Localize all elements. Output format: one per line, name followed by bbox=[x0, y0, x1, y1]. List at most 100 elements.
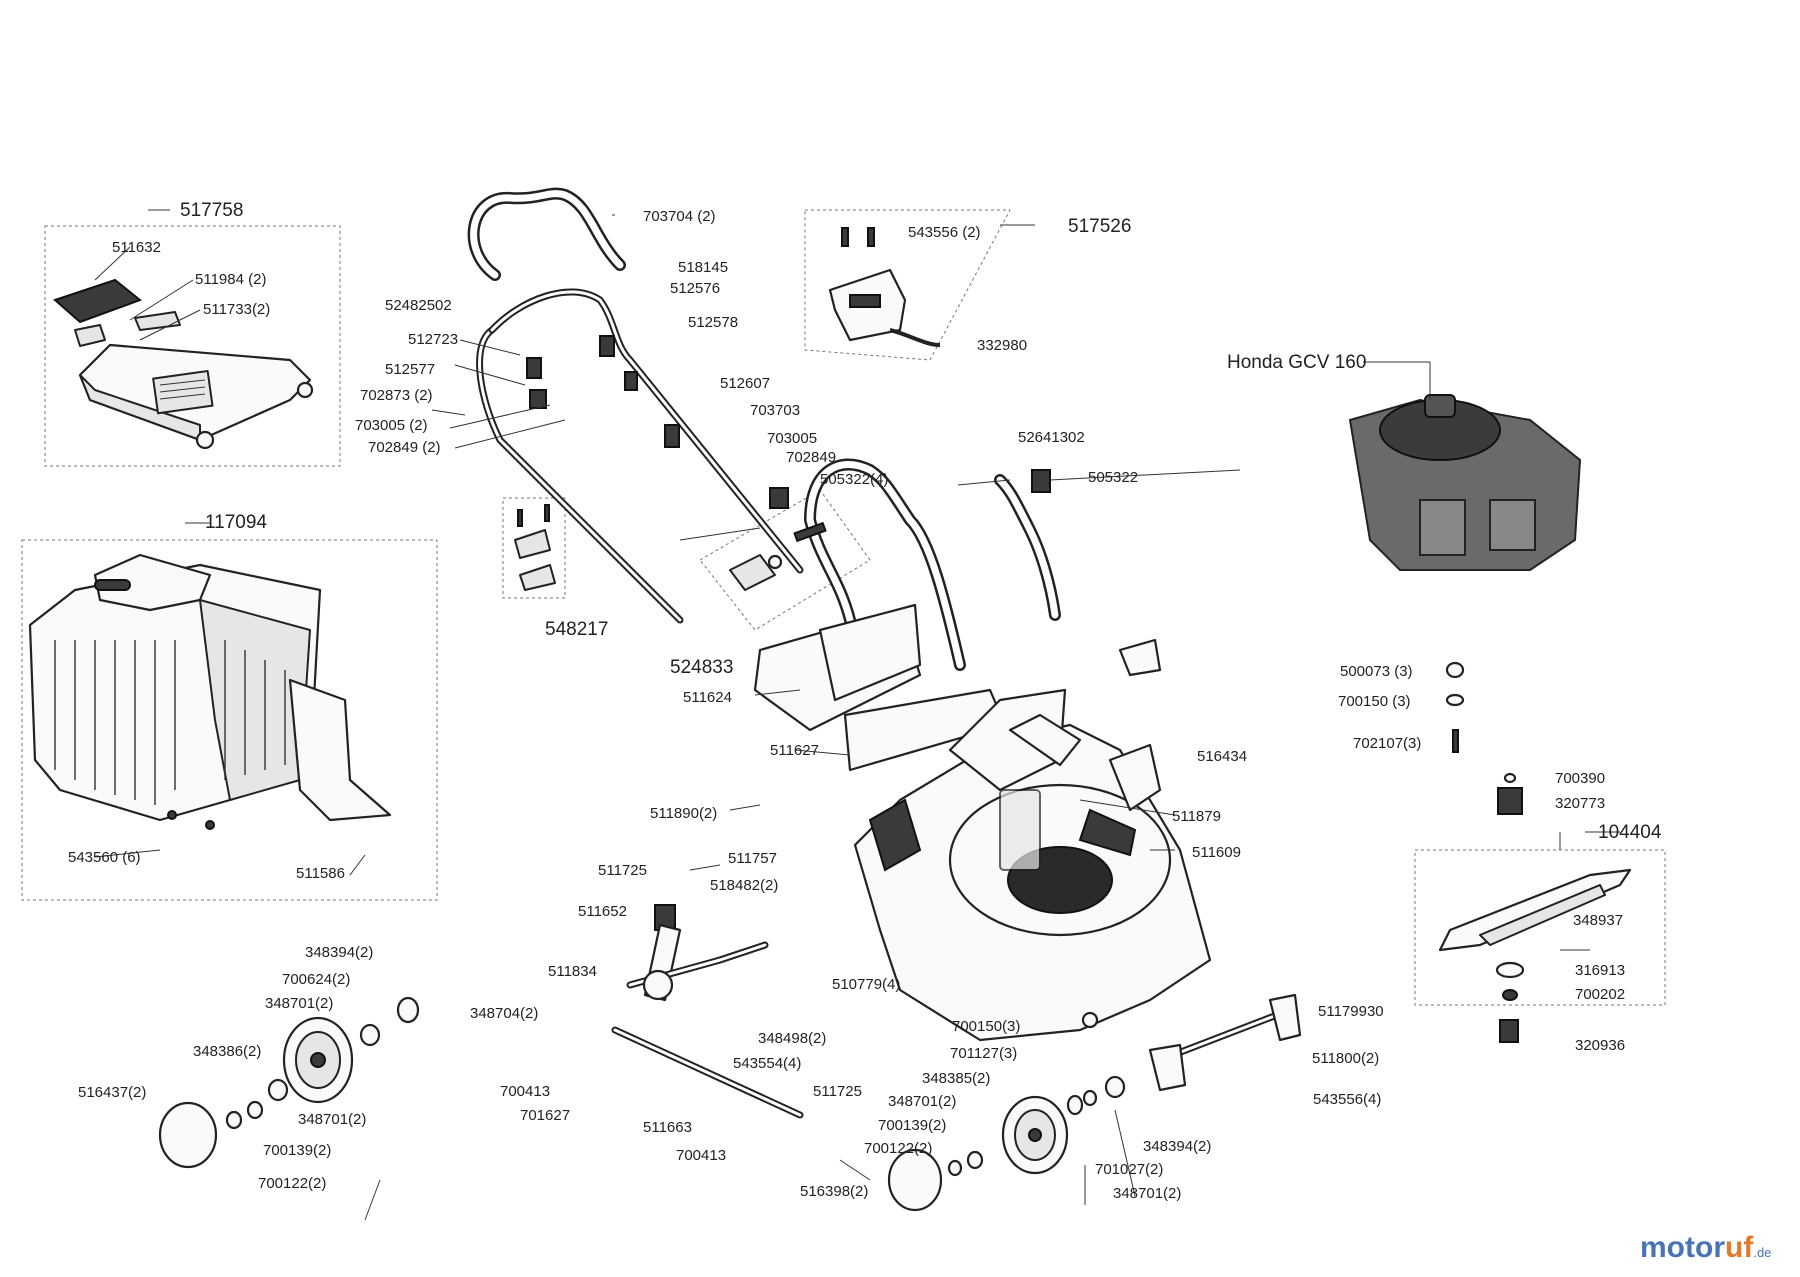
watermark-suffix: .de bbox=[1753, 1245, 1771, 1260]
part-label: 512607 bbox=[720, 375, 770, 392]
part-label: 516398(2) bbox=[800, 1183, 868, 1200]
part-label: 700390 bbox=[1555, 770, 1605, 787]
part-label: 703005 bbox=[767, 430, 817, 447]
part-label: 700122(2) bbox=[258, 1175, 326, 1192]
engine-drawing bbox=[1348, 394, 1582, 571]
part-label: 543560 (6) bbox=[68, 849, 141, 866]
rear-flap-drawing bbox=[753, 603, 1007, 772]
part-label: 316913 bbox=[1575, 962, 1625, 979]
cable-clamp-drawing bbox=[828, 227, 941, 347]
left-rear-wheel-drawing bbox=[158, 996, 420, 1169]
part-label: 700139(2) bbox=[878, 1117, 946, 1134]
part-label: 700150(3) bbox=[952, 1018, 1020, 1035]
leader-lines bbox=[94, 209, 1620, 1221]
part-label: 512577 bbox=[385, 361, 435, 378]
grass-catcher-drawing bbox=[28, 553, 392, 830]
part-label: 511725 bbox=[598, 862, 647, 879]
part-label: 511627 bbox=[770, 742, 819, 759]
part-label: 505322 bbox=[1088, 469, 1138, 486]
part-label: 52641302 bbox=[1018, 429, 1085, 446]
upper-handle-drawing bbox=[467, 187, 804, 624]
bracket-548217-drawing bbox=[514, 504, 556, 591]
part-label: 51179930 bbox=[1318, 1003, 1384, 1020]
right-front-wheel-drawing bbox=[887, 1075, 1126, 1212]
part-label: 512576 bbox=[670, 280, 720, 297]
part-label: 516434 bbox=[1197, 748, 1247, 765]
part-label: 511733(2) bbox=[203, 301, 270, 318]
watermark-part2: uf bbox=[1725, 1231, 1754, 1264]
part-label: 511725 bbox=[813, 1083, 862, 1100]
part-label: 511890(2) bbox=[650, 805, 717, 822]
group-label-517758: 517758 bbox=[180, 200, 243, 221]
part-label: 511632 bbox=[112, 239, 161, 256]
part-label: 700413 bbox=[500, 1083, 550, 1100]
group-label-104404: 104404 bbox=[1598, 822, 1662, 843]
part-label: 511624 bbox=[683, 689, 732, 706]
watermark-logo: motoruf.de bbox=[1640, 1231, 1771, 1264]
lower-handle-drawing bbox=[804, 458, 1061, 671]
mower-deck-drawing bbox=[853, 638, 1212, 1042]
part-label: 348701(2) bbox=[298, 1111, 366, 1128]
part-label: 518482(2) bbox=[710, 877, 778, 894]
part-label: 518145 bbox=[678, 259, 728, 276]
part-label: 511984 (2) bbox=[195, 271, 266, 288]
part-label: 348701(2) bbox=[265, 995, 333, 1012]
part-label: 702873 (2) bbox=[360, 387, 433, 404]
part-label: 511834 bbox=[548, 963, 597, 980]
group-box-104404 bbox=[1414, 849, 1666, 1006]
part-label: 511800(2) bbox=[1312, 1050, 1379, 1067]
part-label: 703704 (2) bbox=[643, 208, 716, 225]
part-label: 332980 bbox=[977, 337, 1027, 354]
part-label: 701627 bbox=[520, 1107, 570, 1124]
group-box-517758 bbox=[44, 225, 341, 467]
part-label: 348386(2) bbox=[193, 1043, 261, 1060]
part-label: 52482502 bbox=[385, 297, 452, 314]
group-label-517526: 517526 bbox=[1068, 216, 1131, 237]
part-label: 511586 bbox=[296, 865, 345, 882]
part-label: 348701(2) bbox=[1113, 1185, 1181, 1202]
group-label-548217: 548217 bbox=[545, 619, 608, 640]
engine-label: Honda GCV 160 bbox=[1227, 352, 1366, 373]
part-label: 703005 (2) bbox=[355, 417, 428, 434]
svg-text:motoruf.de: motoruf.de bbox=[1640, 1231, 1771, 1264]
part-label: 510779(4) bbox=[832, 976, 900, 993]
part-label: 511652 bbox=[578, 903, 627, 920]
part-label: 348394(2) bbox=[1143, 1138, 1211, 1155]
part-label: 702107(3) bbox=[1353, 735, 1421, 752]
part-label: 543556(4) bbox=[1313, 1091, 1381, 1108]
blade-drawing bbox=[1438, 868, 1632, 1043]
part-label: 700150 (3) bbox=[1338, 693, 1411, 710]
part-label: 511609 bbox=[1192, 844, 1241, 861]
cable-clip-drawing bbox=[729, 521, 827, 591]
part-label: 348394(2) bbox=[305, 944, 373, 961]
group-box-517526 bbox=[804, 209, 1011, 361]
part-label: 512578 bbox=[688, 314, 738, 331]
group-label-524833: 524833 bbox=[670, 657, 733, 678]
part-label: 512723 bbox=[408, 331, 458, 348]
part-label: 348701(2) bbox=[888, 1093, 956, 1110]
part-label: 516437(2) bbox=[78, 1084, 146, 1101]
part-label: 511757 bbox=[728, 850, 777, 867]
part-label: 700413 bbox=[676, 1147, 726, 1164]
part-label: 543554(4) bbox=[733, 1055, 801, 1072]
part-label: 702849 bbox=[786, 449, 836, 466]
part-label: 703703 bbox=[750, 402, 800, 419]
part-label: 702849 (2) bbox=[368, 439, 441, 456]
catcher-lid-drawing bbox=[53, 278, 314, 450]
part-label: 700139(2) bbox=[263, 1142, 331, 1159]
part-label: 701127(3) bbox=[950, 1045, 1017, 1062]
part-label: 348937 bbox=[1573, 912, 1623, 929]
part-label: 500073 (3) bbox=[1340, 663, 1413, 680]
group-box-524833 bbox=[699, 489, 871, 631]
part-label: 701027(2) bbox=[1095, 1161, 1163, 1178]
part-label: 320773 bbox=[1555, 795, 1605, 812]
part-label: 700202 bbox=[1575, 986, 1625, 1003]
group-label-117094: 117094 bbox=[205, 512, 267, 533]
part-label: 511663 bbox=[643, 1119, 692, 1136]
part-label: 320936 bbox=[1575, 1037, 1625, 1054]
part-label: 700624(2) bbox=[282, 971, 350, 988]
part-label: 700122(2) bbox=[864, 1140, 932, 1157]
right-hardware-drawing bbox=[1445, 661, 1523, 815]
height-adjuster-drawing bbox=[611, 904, 1302, 1119]
